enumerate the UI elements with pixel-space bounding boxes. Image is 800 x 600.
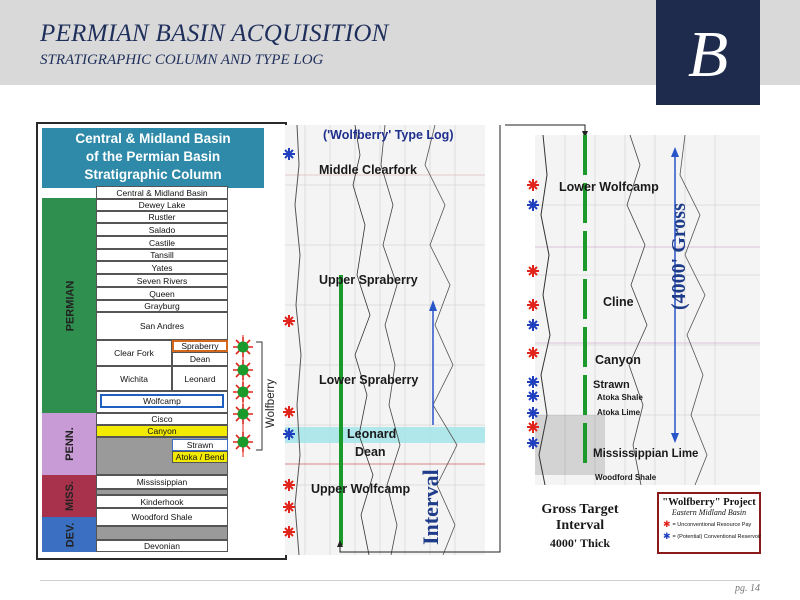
log-label-lower-wolfcamp: Lower Wolfcamp bbox=[559, 180, 659, 194]
gross-target-line-2: Interval bbox=[555, 518, 605, 533]
log1-markers bbox=[283, 148, 295, 538]
era-penn: PENN. bbox=[64, 427, 76, 461]
unit-salado: Salado bbox=[96, 223, 228, 236]
era-miss: MISS. bbox=[63, 481, 76, 511]
log-label-atoka-lime: Atoka Lime bbox=[597, 408, 641, 417]
legend-row-unconventional: ✱ = Unconventional Resource Pay bbox=[663, 520, 759, 529]
gross-label: (4000' Gross bbox=[668, 203, 690, 310]
unit-rustler: Rustler bbox=[96, 211, 228, 223]
unit-castile: Castile bbox=[96, 236, 228, 249]
type-log-lower-curves bbox=[535, 135, 760, 485]
legend-box: "Wolfberry" Project Eastern Midland Basi… bbox=[657, 492, 761, 554]
log-label-atoka-shale: Atoka Shale bbox=[597, 393, 643, 402]
log-label-canyon: Canyon bbox=[595, 353, 641, 367]
strat-heading: Central & Midland Basin of the Permian B… bbox=[42, 128, 264, 188]
legend-subtitle: Eastern Midland Basin bbox=[671, 508, 747, 517]
unit-wolfcamp: Wolfcamp bbox=[100, 394, 224, 408]
log2-markers bbox=[527, 179, 539, 449]
footer-divider bbox=[40, 580, 760, 581]
type-log-curves bbox=[285, 125, 485, 555]
era-permian: PERMIAN bbox=[63, 280, 76, 331]
unit-queen: Queen bbox=[96, 287, 228, 300]
strat-heading-line-1: Central & Midland Basin bbox=[75, 131, 231, 146]
log-label-woodford-shale: Woodford Shale bbox=[595, 473, 657, 482]
stratigraphic-column: Central & Midland Basin of the Permian B… bbox=[36, 122, 287, 560]
era-miss-block bbox=[42, 475, 98, 517]
unit-grayburg: Grayburg bbox=[96, 300, 228, 312]
type-log-panel: ('Wolfberry' Type Log) Middle Clearfork … bbox=[285, 125, 485, 555]
unit-dean: Dean bbox=[172, 352, 228, 366]
log-label-cline: Cline bbox=[603, 295, 634, 309]
log-label-upper-spraberry: Upper Spraberry bbox=[319, 273, 418, 287]
era-dev-block bbox=[42, 517, 98, 552]
legend-conventional-text: = (Potential) Conventional Reservoir bbox=[672, 533, 762, 540]
strat-heading-line-3: Stratigraphic Column bbox=[84, 167, 222, 182]
unit-tansill: Tansill bbox=[96, 249, 228, 261]
unit-canyon: Canyon bbox=[96, 425, 228, 437]
unit-seven-rivers: Seven Rivers bbox=[96, 274, 228, 287]
wolfberry-label: Wolfberry bbox=[265, 379, 277, 428]
legend-unconventional-text: = Unconventional Resource Pay bbox=[672, 521, 752, 528]
gross-target-line-1: Gross Target bbox=[541, 502, 619, 517]
type-log-title: ('Wolfberry' Type Log) bbox=[323, 128, 454, 142]
red-star-icon: ✱ bbox=[663, 519, 671, 529]
miss-gray-band bbox=[96, 489, 228, 495]
unit-yates: Yates bbox=[96, 261, 228, 274]
gross-target-note: Gross Target Interval 4000' Thick bbox=[520, 502, 640, 551]
blue-star-icon: ✱ bbox=[663, 531, 671, 541]
unit-kinderhook: Kinderhook bbox=[96, 495, 228, 508]
page-number: pg. 14 bbox=[735, 583, 760, 594]
company-logo: B bbox=[656, 0, 760, 105]
unit-mississippian: Mississippian bbox=[96, 475, 228, 489]
unit-spraberry: Spraberry bbox=[172, 340, 228, 352]
legend-row-conventional: ✱ = (Potential) Conventional Reservoir bbox=[663, 531, 762, 541]
basin-label-cell: Central & Midland Basin bbox=[96, 186, 228, 199]
page-title: PERMIAN BASIN ACQUISITION bbox=[40, 20, 389, 47]
type-log-lower-panel: Lower Wolfcamp Cline Canyon Strawn Atoka… bbox=[535, 135, 760, 485]
dev-gray-band bbox=[96, 526, 228, 540]
unit-woodford: Woodford Shale bbox=[96, 508, 228, 526]
era-permian-block bbox=[42, 198, 98, 413]
unit-devonian: Devonian bbox=[96, 540, 228, 552]
unit-wichita: Wichita bbox=[96, 366, 172, 391]
gross-target-line-3: 4000' Thick bbox=[549, 536, 611, 550]
log-label-mississippian-lime: Mississippian Lime bbox=[593, 448, 699, 460]
unit-cisco: Cisco bbox=[96, 413, 228, 425]
log-label-strawn: Strawn bbox=[593, 379, 630, 391]
era-penn-block bbox=[42, 413, 98, 475]
legend-title: "Wolfberry" Project bbox=[662, 497, 756, 508]
log-label-leonard: Leonard bbox=[347, 427, 397, 441]
log-label-lower-spraberry: Lower Spraberry bbox=[319, 373, 419, 387]
unit-atoka-bend: Atoka / Bend bbox=[172, 451, 228, 463]
unit-dewey-lake: Dewey Lake bbox=[96, 199, 228, 211]
unit-leonard: Leonard bbox=[172, 366, 228, 391]
unit-clear-fork: Clear Fork bbox=[96, 340, 172, 366]
strat-heading-line-2: of the Permian Basin bbox=[85, 149, 221, 164]
marker-icons bbox=[233, 337, 253, 452]
log-label-upper-wolfcamp: Upper Wolfcamp bbox=[311, 482, 411, 496]
log-label-dean: Dean bbox=[355, 445, 386, 459]
unit-san-andres: San Andres bbox=[96, 312, 228, 340]
log-connector bbox=[337, 124, 588, 553]
unit-strawn: Strawn bbox=[172, 439, 228, 451]
wolfberry-markers bbox=[233, 335, 263, 457]
log-label-middle-clearfork: Middle Clearfork bbox=[319, 163, 417, 177]
era-dev: DEV. bbox=[63, 522, 76, 547]
page-subtitle: STRATIGRAPHIC COLUMN AND TYPE LOG bbox=[40, 52, 324, 68]
logo-letter: B bbox=[688, 18, 728, 91]
